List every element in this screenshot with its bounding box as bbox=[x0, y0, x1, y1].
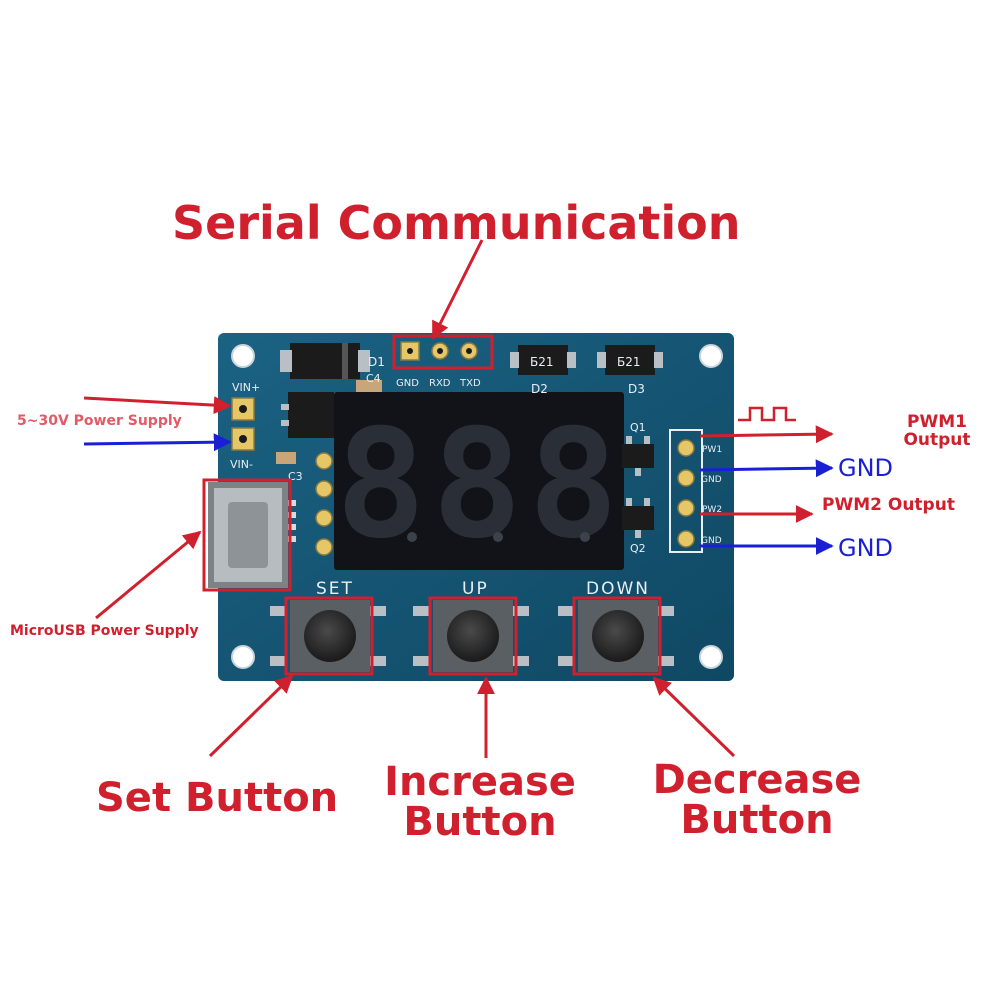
down-tact-switch bbox=[558, 600, 674, 672]
arrow-serial bbox=[431, 239, 484, 340]
arrow-gnd1 bbox=[699, 459, 834, 478]
pwm1-square-wave-icon bbox=[738, 406, 796, 422]
set-tact-switch bbox=[270, 600, 386, 672]
arrow-set bbox=[208, 674, 294, 758]
diode-d1 bbox=[280, 343, 370, 379]
silk-d3-mark: Б21 bbox=[617, 355, 641, 369]
serial-communication-label: Serial Communication bbox=[172, 196, 741, 250]
display-decimal-points bbox=[407, 532, 590, 542]
silk-gnd-b: GND bbox=[701, 536, 722, 546]
highlight-boxes bbox=[202, 334, 662, 676]
gnd-label-2: GND bbox=[838, 534, 894, 562]
silk-vin-plus: VIN+ bbox=[232, 381, 260, 394]
diode-d2 bbox=[510, 345, 576, 375]
gnd-label-1: GND bbox=[838, 454, 894, 482]
display-digits: 888 bbox=[336, 398, 625, 572]
silk-q1: Q1 bbox=[630, 421, 646, 434]
capacitor-c3 bbox=[276, 452, 296, 464]
microusb-port bbox=[208, 482, 296, 588]
pwm-header-pins bbox=[677, 439, 695, 548]
display-side-pads bbox=[315, 452, 333, 556]
silk-pin-gnd: GND bbox=[396, 378, 419, 389]
power-supply-label: 5~30V Power Supply bbox=[17, 413, 182, 429]
arrow-vin-plus bbox=[83, 396, 232, 415]
silk-up: UP bbox=[462, 579, 489, 599]
silk-q2: Q2 bbox=[630, 542, 646, 555]
silk-gnd-a: GND bbox=[701, 475, 722, 485]
pwm-header-outline bbox=[669, 429, 703, 553]
silk-down: DOWN bbox=[586, 579, 650, 599]
microusb-power-label: MicroUSB Power Supply bbox=[10, 623, 199, 639]
silk-c3: C3 bbox=[288, 470, 303, 483]
silk-d2: D2 bbox=[531, 382, 548, 396]
pwm1-output-label: PWM1 Output bbox=[903, 412, 971, 450]
arrow-microusb bbox=[95, 530, 202, 620]
diode-d3 bbox=[597, 345, 663, 375]
silk-pw1: PW1 bbox=[702, 445, 722, 455]
silk-c4: C4 bbox=[366, 372, 381, 385]
silk-set: SET bbox=[316, 579, 354, 599]
silk-pw2: PW2 bbox=[702, 505, 722, 515]
regulator-chip bbox=[281, 392, 342, 438]
silk-d1: D1 bbox=[368, 355, 385, 369]
silk-vin-minus: VIN- bbox=[230, 458, 253, 471]
silk-d3: D3 bbox=[628, 382, 645, 396]
arrow-vin-minus bbox=[83, 433, 232, 452]
set-button-label: Set Button bbox=[96, 775, 339, 821]
increase-button-label: Increase Button bbox=[384, 759, 576, 845]
arrow-decrease bbox=[652, 676, 736, 758]
capacitor-c4 bbox=[356, 380, 382, 392]
silk-pin-rxd: RXD bbox=[429, 378, 451, 389]
up-tact-switch bbox=[413, 600, 529, 672]
arrow-pwm1 bbox=[699, 425, 834, 444]
seven-segment-display bbox=[334, 392, 624, 570]
transistor-q1 bbox=[622, 436, 654, 476]
transistor-q2 bbox=[622, 498, 654, 538]
silk-d2-mark: Б21 bbox=[530, 355, 554, 369]
mounting-holes bbox=[231, 344, 723, 669]
silk-pin-txd: TXD bbox=[459, 378, 481, 389]
decrease-button-label: Decrease Button bbox=[652, 757, 862, 843]
pwm2-output-label: PWM2 Output bbox=[822, 495, 955, 515]
